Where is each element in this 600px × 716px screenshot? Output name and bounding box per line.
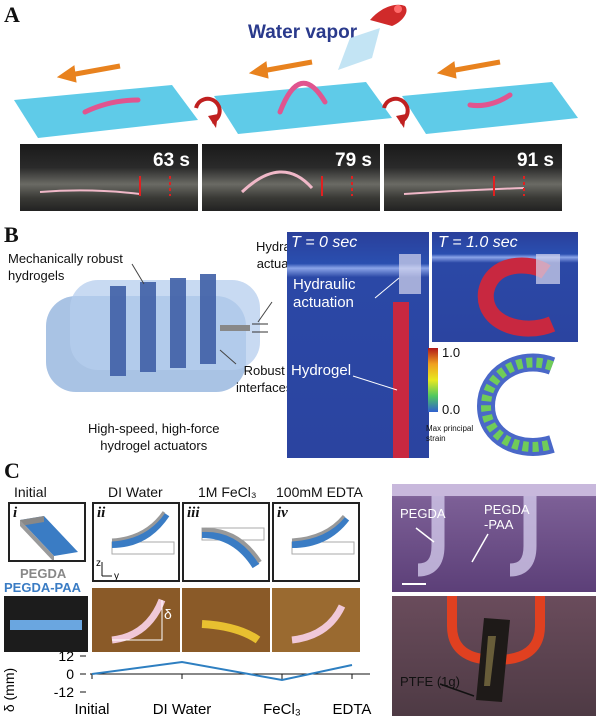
time-t0-label: T = 0 sec [291,234,358,251]
panel-b-caption: High-speed, high-force hydrogel actuator… [88,421,220,453]
roman-iv: iv [277,505,288,521]
chart-ytick-label: 0 [66,666,74,682]
label-pegda: PEGDA [20,566,67,581]
photo-initial [4,596,88,652]
axis-z: z [96,558,101,569]
water-vapor-label: Water vapor [248,22,358,43]
panel-a-letter: A [4,2,20,27]
header-edta: 100mM EDTA [276,484,363,500]
ptfe-label: PTFE (1g) [400,674,460,689]
colorbar-label: Max principal strain [426,424,474,443]
colorbar-min: 0.0 [442,402,461,417]
label-robust-interfaces: Robust interfaces [236,363,293,395]
delta-series-line [91,660,353,682]
chart-xtick-label: Initial [74,701,109,716]
header-initial: Initial [14,484,47,500]
motion-arrow-2 [248,59,313,79]
chart-ytick-label: -12 [54,684,74,700]
spray-bottle-icon [370,4,407,26]
vapor-mist [338,28,380,70]
chart-xtick-label: FeCl₃ [263,701,301,716]
actuator-photo-t1: T = 1.0 sec [432,232,578,342]
schematic-di-water: ii z y [92,502,180,582]
panel-c-letter: C [4,458,20,483]
schematic-fecl3: iii [182,502,270,582]
roman-i: i [13,505,18,521]
photo-pegda-label: PEGDA [400,506,446,521]
time-photo-3: 91 s [384,144,562,211]
strain-colorbar [428,348,438,412]
roman-iii: iii [187,505,200,521]
chart-xtick-label: DI Water [153,701,212,716]
chart-ytick-label: 12 [58,652,74,664]
time-t1-label: T = 1.0 sec [438,234,518,251]
photo-pegda-paa-label: PEGDA -PAA [484,502,530,532]
strain-simulation [476,353,556,456]
time-label-1: 63 s [153,150,190,171]
photo-di-water: δ [92,588,180,652]
delta-label: δ [164,606,172,622]
motion-arrow-1 [56,63,121,83]
hydrogel-strip-3 [467,92,513,108]
label-hydrogels: Mechanically robust hydrogels [8,251,123,283]
substrate-plate-2 [214,82,392,134]
substrate-plate-3 [402,82,578,134]
photo-ptfe-load: PTFE (1g) [392,596,596,716]
photo-hydrogel-label: Hydrogel [291,362,352,379]
schematic-edta: iv [272,502,360,582]
substrate-plate-1 [14,85,198,138]
photo-hydraulic-label: Hydraulic actuation [293,276,356,311]
cycle-arrow-1 [194,96,222,128]
hydrogel-actuator-schematic [46,263,273,392]
delta-line-chart: δ (mm) 12 0 -12 Initial DI Water FeCl₃ EDTA [1,652,372,716]
colorbar-max: 1.0 [442,345,461,360]
time-photo-2: 79 s [202,144,380,211]
panel-a-schematic [14,4,578,138]
time-label-2: 79 s [335,150,372,171]
header-di-water: DI Water [108,484,163,500]
photo-pegda-comparison: PEGDA PEGDA -PAA [392,484,596,592]
header-fecl3: 1M FeCl₃ [198,484,257,500]
label-pegda-paa: PEGDA-PAA [4,580,82,595]
schematic-initial: i [8,502,86,562]
hydrogel-strip-2 [277,80,328,115]
time-label-3: 91 s [517,150,554,171]
cycle-arrow-2 [382,96,410,128]
time-photo-1: 63 s [20,144,198,211]
roman-ii: ii [97,505,106,521]
axis-y: y [114,571,119,580]
motion-arrow-3 [436,59,501,79]
photo-edta [272,588,360,652]
chart-xtick-label: EDTA [333,701,372,716]
chart-ylabel: δ (mm) [1,668,17,712]
hydrogel-strip-1 [82,97,141,115]
panel-b-letter: B [4,222,19,247]
photo-fecl3 [182,588,270,652]
actuator-photo-t0: T = 0 sec Hydraulic actuation Hydrogel [287,232,429,458]
